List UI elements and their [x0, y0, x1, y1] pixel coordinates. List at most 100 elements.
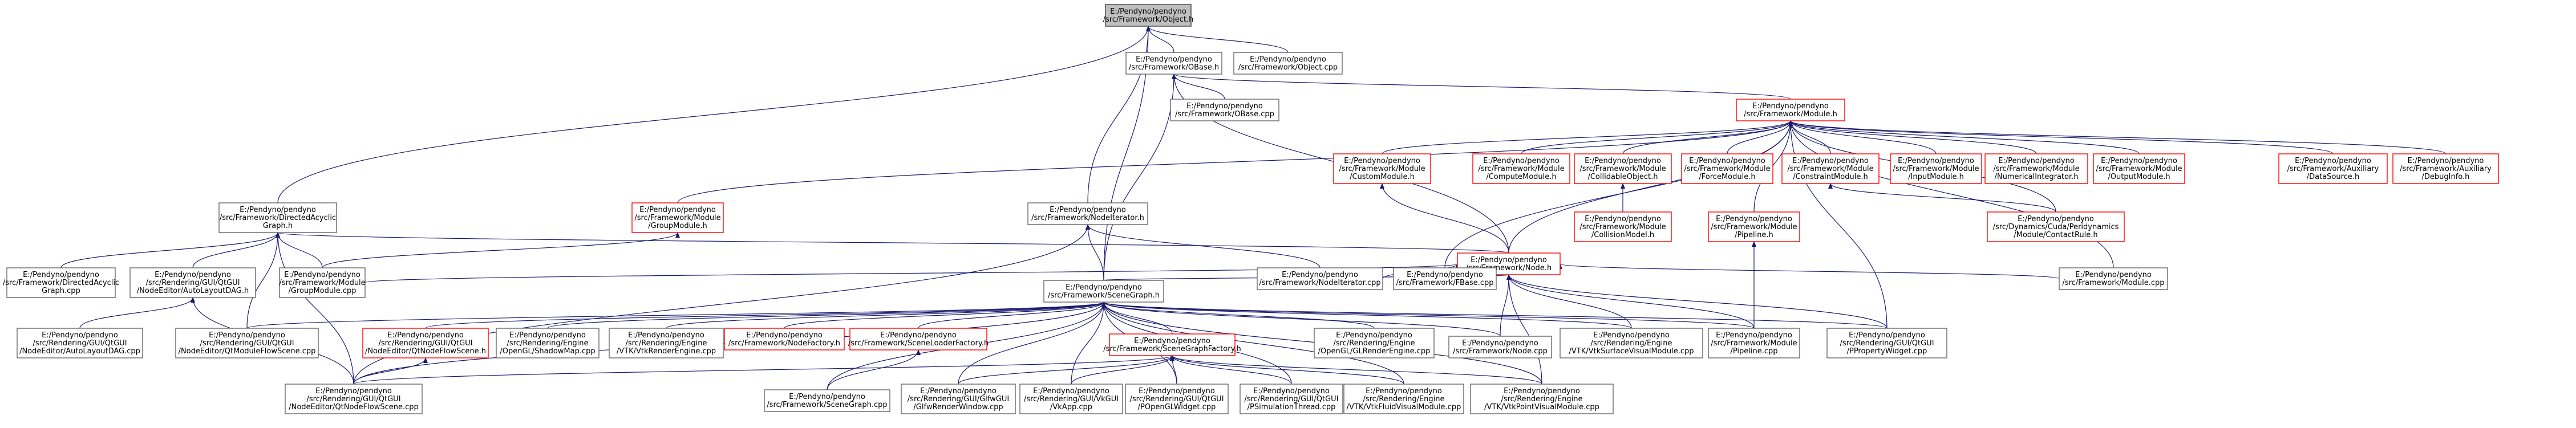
node-obase-cpp[interactable]: E:/Pendyno/pendyno/src/Framework/OBase.c…: [1170, 99, 1279, 121]
node-numint-h[interactable]: E:/Pendyno/pendyno/src/Framework/Module/…: [1984, 153, 2088, 184]
edge-module-h-propwidget-cpp: [1788, 120, 1888, 329]
node-box: [1574, 153, 1672, 184]
node-openglwidget-cpp[interactable]: E:/Pendyno/pendyno/src/Rendering/GUI/QtG…: [1125, 384, 1229, 414]
node-propwidget-cpp[interactable]: E:/Pendyno/pendyno/src/Rendering/GUI/QtG…: [1826, 328, 1947, 358]
node-label-line: E:/Pendyno/pendyno: [746, 331, 823, 340]
node-pipeline-cpp[interactable]: E:/Pendyno/pendyno/src/Framework/Module/…: [1708, 328, 1800, 358]
node-label-line: /GroupModule.cpp: [288, 287, 356, 295]
node-label-line: /src/Framework/SceneGraph.cpp: [767, 401, 887, 409]
node-vtkfluid-cpp[interactable]: E:/Pendyno/pendyno/src/Rendering/Engine/…: [1343, 384, 1464, 414]
node-label-line: /src/Rendering/GUI/QtGUI: [306, 395, 400, 403]
node-vtkpoint-cpp[interactable]: E:/Pendyno/pendyno/src/Rendering/Engine/…: [1470, 384, 1614, 414]
node-label-line: /src/Framework/Module: [1711, 223, 1797, 231]
node-node-cpp[interactable]: E:/Pendyno/pendyno/src/Framework/Node.cp…: [1448, 336, 1552, 358]
node-box: [1781, 153, 1880, 184]
node-label-line: /src/Framework/Module: [1893, 165, 1979, 173]
node-obase-h[interactable]: E:/Pendyno/pendyno/src/Framework/OBase.h: [1125, 52, 1222, 75]
node-nodefactory-h[interactable]: E:/Pendyno/pendyno/src/Framework/NodeFac…: [724, 328, 845, 350]
node-shadowmap-cpp[interactable]: E:/Pendyno/pendyno/src/Rendering/Engine/…: [496, 328, 600, 358]
edge-scenegraph-h-nodefactory-h: [784, 301, 1106, 329]
node-dag-h[interactable]: E:/Pendyno/pendyno/src/Framework/Directe…: [218, 202, 337, 233]
node-label-line: E:/Pendyno/pendyno: [1716, 331, 1792, 340]
edge-scenegraph-h-glrender-cpp: [1101, 301, 1375, 329]
node-label-line: E:/Pendyno/pendyno: [2018, 215, 2094, 223]
node-label-line: /src/Rendering/Engine: [1501, 395, 1582, 403]
node-datasource-h[interactable]: E:/Pendyno/pendyno/src/Framework/Auxilia…: [2278, 153, 2388, 184]
node-scenegraph-cpp[interactable]: E:/Pendyno/pendyno/src/Framework/SceneGr…: [764, 389, 890, 412]
node-label-line: /src/Rendering/GUI/QtGUI: [145, 279, 240, 287]
node-box: [1105, 4, 1192, 27]
node-dag-cpp[interactable]: E:/Pendyno/pendyno/src/Framework/Directe…: [3, 267, 119, 298]
node-label-line: /OpenGL/ShadowMap.cpp: [500, 347, 595, 356]
node-label-line: /src/Framework/Module: [1579, 165, 1666, 173]
node-autolayout-h[interactable]: E:/Pendyno/pendyno/src/Rendering/GUI/QtG…: [129, 267, 256, 298]
node-label-line: /src/Framework/Auxiliary: [2400, 165, 2492, 173]
node-compute-h[interactable]: E:/Pendyno/pendyno/src/Framework/Module/…: [1472, 153, 1570, 184]
node-obj-h[interactable]: E:/Pendyno/pendyno/src/Framework/Object.…: [1103, 4, 1194, 27]
edge-module-h-output-h: [1788, 120, 2140, 154]
node-label-line: E:/Pendyno/pendyno: [1110, 7, 1186, 16]
edge-autolayout-h-autolayout-cpp: [79, 297, 195, 329]
node-sceneloader-h[interactable]: E:/Pendyno/pendyno/src/Framework/SceneLo…: [848, 328, 989, 350]
node-simthread-cpp[interactable]: E:/Pendyno/pendyno/src/Rendering/GUI/QtG…: [1240, 384, 1343, 414]
edge-scenegraph-h-vkapp-cpp: [1071, 301, 1106, 385]
node-label-line: /CustomModule.h: [1350, 173, 1415, 181]
edge-sgfactory-h-simthread-cpp: [1170, 355, 1292, 385]
node-box: [1448, 336, 1552, 358]
node-label-line: /VTK/VtkSurfaceVisualModule.cpp: [1569, 347, 1694, 356]
node-nodeiter-h[interactable]: E:/Pendyno/pendyno/src/Framework/NodeIte…: [1027, 202, 1148, 225]
node-glrender-cpp[interactable]: E:/Pendyno/pendyno/src/Rendering/Engine/…: [1314, 328, 1435, 358]
node-label-line: /src/Rendering/GUI/QtGUI: [1840, 339, 1934, 348]
node-custom-h[interactable]: E:/Pendyno/pendyno/src/Framework/Module/…: [1333, 153, 1431, 184]
node-input-h[interactable]: E:/Pendyno/pendyno/src/Framework/Module/…: [1890, 153, 1982, 184]
node-label-line: /src/Framework/NodeIterator.cpp: [1259, 279, 1380, 287]
node-box: [1393, 267, 1497, 290]
node-label-line: /DataSource.h: [2307, 173, 2359, 181]
node-fbase-cpp[interactable]: E:/Pendyno/pendyno/src/Framework/FBase.c…: [1393, 267, 1497, 290]
node-label-line: /VTK/VtkPointVisualModule.cpp: [1484, 403, 1599, 411]
node-pipeline-h[interactable]: E:/Pendyno/pendyno/src/Framework/Module/…: [1708, 211, 1800, 242]
node-scenegraph-h[interactable]: E:/Pendyno/pendyno/src/Framework/SceneGr…: [1043, 280, 1164, 303]
node-module-h[interactable]: E:/Pendyno/pendyno/src/Framework/Module.…: [1736, 99, 1845, 121]
node-constraint-h[interactable]: E:/Pendyno/pendyno/src/Framework/Module/…: [1781, 153, 1880, 184]
edge-obase-h-scenegraph-h: [1103, 74, 1176, 281]
node-label-line: E:/Pendyno/pendyno: [1134, 337, 1210, 345]
node-nodeflowscene-h[interactable]: E:/Pendyno/pendyno/src/Rendering/GUI/QtG…: [362, 328, 489, 358]
node-groupmod-h[interactable]: E:/Pendyno/pendyno/src/Framework/Module/…: [631, 202, 724, 233]
node-label-line: E:/Pendyno/pendyno: [1462, 339, 1538, 348]
node-box: [901, 384, 1016, 414]
node-label-line: /src/Framework/Module: [634, 214, 720, 222]
edge-groupmod-h-groupmod-cpp: [322, 232, 680, 268]
node-force-h[interactable]: E:/Pendyno/pendyno/src/Framework/Module/…: [1681, 153, 1773, 184]
node-label-line: /VTK/VtkRenderEngine.cpp: [617, 347, 716, 356]
node-label-line: /src/Framework/FBase.cpp: [1396, 279, 1494, 287]
edge-node-h-propwidget-cpp: [1506, 274, 1888, 329]
node-collidable-h[interactable]: E:/Pendyno/pendyno/src/Framework/Module/…: [1574, 153, 1672, 184]
node-nodeflowscene-cpp[interactable]: E:/Pendyno/pendyno/src/Rendering/GUI/QtG…: [285, 384, 423, 414]
node-debuginfo-h[interactable]: E:/Pendyno/pendyno/src/Framework/Auxilia…: [2392, 153, 2499, 184]
node-contacts-h[interactable]: E:/Pendyno/pendyno/src/Dynamics/Cuda/Per…: [1987, 211, 2125, 242]
node-label-line: E:/Pendyno/pendyno: [2295, 157, 2371, 165]
node-vtkrender-cpp[interactable]: E:/Pendyno/pendyno/src/Rendering/Engine/…: [609, 328, 724, 358]
node-label-line: E:/Pendyno/pendyno: [1593, 331, 1670, 340]
node-vtksurface-cpp[interactable]: E:/Pendyno/pendyno/src/Rendering/Engine/…: [1560, 328, 1703, 358]
node-glfwwin-cpp[interactable]: E:/Pendyno/pendyno/src/Rendering/GUI/Glf…: [901, 384, 1016, 414]
node-modflowscene-cpp[interactable]: E:/Pendyno/pendyno/src/Rendering/GUI/QtG…: [175, 328, 319, 358]
node-module-cpp[interactable]: E:/Pendyno/pendyno/src/Framework/Module.…: [2059, 267, 2168, 290]
node-autolayout-cpp[interactable]: E:/Pendyno/pendyno/src/Rendering/GUI/QtG…: [17, 328, 143, 358]
node-collision-h[interactable]: E:/Pendyno/pendyno/src/Framework/Module/…: [1574, 211, 1672, 242]
edge-scenegraph-h-sceneloader-h: [918, 301, 1106, 329]
node-label-line: Graph.h: [263, 222, 293, 230]
node-label-line: E:/Pendyno/pendyno: [639, 206, 716, 214]
node-label-line: Graph.cpp: [42, 287, 80, 295]
edge-module-h-numint-h: [1788, 120, 2037, 154]
node-output-h[interactable]: E:/Pendyno/pendyno/src/Framework/Module/…: [2093, 153, 2185, 184]
node-label-line: /VTK/VtkFluidVisualModule.cpp: [1347, 403, 1461, 411]
node-sgfactory-h[interactable]: E:/Pendyno/pendyno/src/Framework/SceneGr…: [1103, 333, 1241, 356]
node-vkapp-cpp[interactable]: E:/Pendyno/pendyno/src/Rendering/GUI/VkG…: [1019, 384, 1123, 414]
node-nodeiter-cpp[interactable]: E:/Pendyno/pendyno/src/Framework/NodeIte…: [1257, 267, 1383, 290]
node-groupmod-cpp[interactable]: E:/Pendyno/pendyno/src/Framework/Module/…: [279, 267, 366, 298]
node-obj-cpp[interactable]: E:/Pendyno/pendyno/src/Framework/Object.…: [1233, 52, 1343, 75]
node-box: [1560, 328, 1703, 358]
